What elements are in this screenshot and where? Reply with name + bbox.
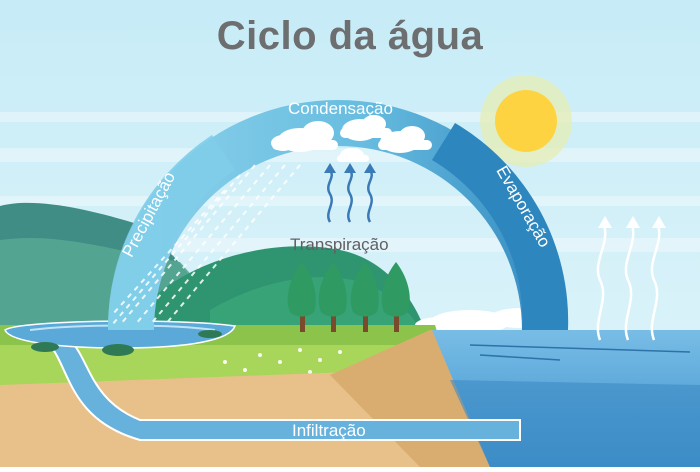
transpiration-arrow-heads [324, 163, 376, 173]
arc-evaporation-segment [432, 123, 569, 330]
sun-icon [480, 75, 572, 167]
trees [287, 262, 410, 332]
infiltration-channel [48, 338, 521, 441]
sea-shore-dark [450, 380, 700, 467]
tree [350, 262, 379, 332]
diagram-title: Ciclo da água [216, 14, 484, 58]
bushes [31, 330, 222, 356]
cloud-icon [271, 115, 432, 162]
arc-precipitation-segment [107, 135, 235, 330]
sea-waves [469, 344, 691, 361]
label-transpiration: Transpiração [290, 235, 389, 254]
rain-streaks [111, 164, 301, 326]
tree [287, 262, 316, 332]
tree [381, 262, 410, 332]
transpiration-arrows [327, 169, 373, 223]
evaporation-arrow-heads [598, 216, 666, 228]
label-infiltration: Infiltração [292, 421, 366, 440]
tree [318, 262, 347, 332]
label-condensation: Condensação [288, 99, 393, 118]
evaporation-arrows [596, 224, 661, 341]
